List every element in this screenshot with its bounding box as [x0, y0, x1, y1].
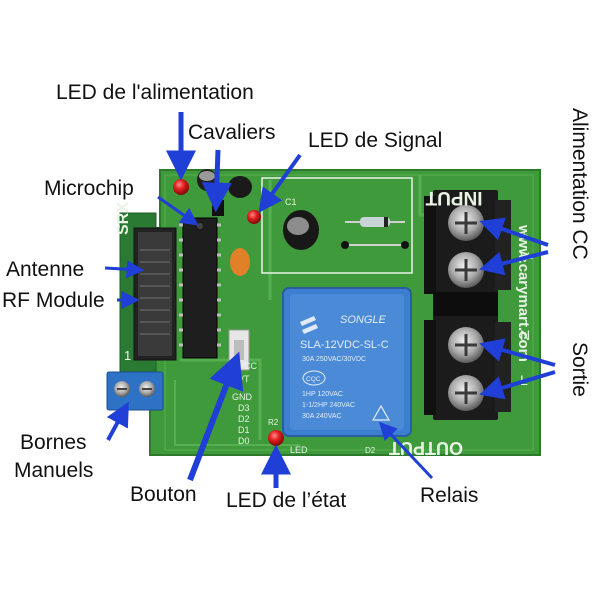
pin-label: D1: [238, 425, 250, 435]
vcc-label: VCC: [238, 361, 258, 371]
label-manual-terminals-2: Manuels: [14, 459, 94, 482]
signal-led: [247, 210, 261, 224]
label-status-led: LED de l’état: [226, 489, 347, 512]
terminal-mark: N: [520, 327, 530, 343]
module-pin: 1: [124, 348, 131, 363]
relay-brand: SONGLE: [340, 314, 387, 326]
relay-rating: 1HP 120VAC: [302, 391, 343, 398]
label-manual-terminals-1: Bornes: [20, 431, 87, 454]
input-silk-box: [261, 177, 413, 274]
callout-arrows: [104, 112, 556, 488]
terminal-block: [424, 190, 511, 420]
label-rf-module: RF Module: [2, 289, 105, 312]
gnd-label: GND: [232, 392, 253, 402]
label-microchip: Microchip: [44, 177, 134, 200]
capacitor-c1: C1: [283, 197, 319, 250]
diode: [341, 217, 409, 249]
manual-terminal-block: [106, 371, 164, 411]
relay-cqc: CQC: [306, 376, 321, 383]
output-silk-text: OUTPUT: [389, 438, 463, 458]
relay-rating: 1-1/2HP 240VAC: [302, 402, 355, 409]
arrow-jumpers: [201, 149, 232, 213]
arrow-antenna: [104, 260, 145, 279]
c1-label: C1: [285, 197, 297, 207]
label-button: Bouton: [130, 483, 197, 506]
pin-label: D0: [238, 436, 250, 446]
orange-capacitor: [230, 248, 250, 276]
module-silk: SRX: [115, 202, 132, 235]
pin-label: D3: [238, 403, 250, 413]
arrow-output-1: [479, 338, 556, 367]
arrow-microchip: [157, 195, 199, 226]
input-silk-text: INPUT: [425, 187, 482, 208]
label-output: Sortie: [568, 342, 591, 397]
capacitor-top: [197, 169, 217, 191]
status-led: [268, 430, 284, 446]
arrow-output-2: [479, 370, 556, 400]
relay-rating: 30A 250VAC/30VDC: [302, 356, 366, 363]
relay-rating: 30A 240VAC: [302, 413, 342, 420]
label-signal-led: LED de Signal: [308, 129, 443, 152]
arrow-bornes: [106, 401, 129, 441]
arrow-button: [187, 351, 244, 482]
relay: SONGLE SLA-12VDC-SL-C 30A 250VAC/30VDC C…: [282, 287, 412, 437]
label-power-led: LED de l'alimentation: [56, 81, 254, 104]
arrow-signal-led: [258, 153, 302, 213]
label-antenna: Antenne: [6, 258, 85, 281]
arrow-power-supply-2: [479, 250, 549, 276]
label-jumpers: Cavaliers: [188, 121, 276, 144]
power-led: [173, 179, 189, 195]
label-power-supply: Alimentation CC: [568, 108, 591, 260]
vt-label: VT: [238, 374, 250, 384]
pin-label: D2: [238, 414, 250, 424]
arrow-relay: [378, 421, 434, 480]
d2-label: D2: [365, 446, 376, 455]
r2-label: R2: [268, 418, 279, 427]
led-silk: LED: [290, 445, 308, 455]
arrow-power-supply-1: [479, 217, 549, 247]
microchip: [179, 217, 221, 359]
relay-model: SLA-12VDC-SL-C: [300, 339, 389, 351]
label-relay: Relais: [420, 484, 479, 507]
rf-module: SRX 1: [115, 202, 177, 374]
